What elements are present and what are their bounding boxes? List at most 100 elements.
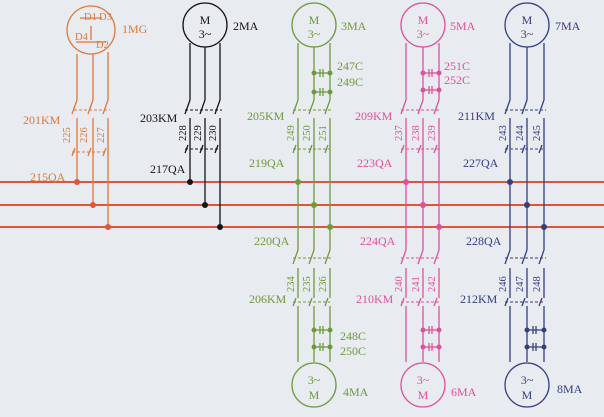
junction-dot — [327, 327, 333, 333]
bus-switch-label: 219QA — [249, 156, 285, 170]
fuse-label: 248 — [532, 276, 543, 292]
breaker-label: 205KM — [247, 109, 285, 123]
fuse-label: 244 — [515, 125, 526, 142]
motor-label: 5MA — [450, 19, 476, 33]
generator-label: 1MG — [122, 22, 148, 36]
motor-3-labels: M 3~ 3MA 247C 249C 205KM 249 250 251 219… — [247, 13, 367, 170]
junction-dot — [327, 344, 333, 350]
fuse-label: 241 — [411, 276, 422, 292]
capacitor-label: 249C — [337, 75, 363, 89]
breaker-label: 203KM — [140, 111, 178, 125]
motor-label: 2MA — [233, 19, 259, 33]
bus-switch-label: 215QA — [30, 170, 66, 184]
fuse-label: 228 — [178, 125, 189, 141]
junction-dot — [436, 87, 442, 93]
diode-label: D3 — [99, 12, 112, 23]
bus-switch-label: 217QA — [150, 162, 186, 176]
breaker-label: 211KM — [458, 109, 495, 123]
fuse-label: 234 — [286, 276, 297, 293]
bus-switch-label: 228QA — [466, 234, 502, 248]
motor-symbol-top: M — [418, 13, 429, 27]
junction-dot — [74, 179, 80, 185]
fuse-label: 243 — [498, 125, 509, 141]
fuse-label: 239 — [427, 125, 438, 141]
motor-symbol-bottom: 3~ — [521, 27, 534, 41]
motor-7-labels: M 3~ 7MA 211KM 243 244 245 227QA — [458, 13, 581, 170]
motor-symbol-top: M — [309, 13, 320, 27]
junction-dot — [420, 327, 426, 333]
motor-2-labels: M 3~ 2MA 203KM 228 229 230 217QA — [140, 13, 259, 176]
motor-6-labels: 224QA 240 241 242 210KM 3~ M 6MA — [356, 234, 477, 402]
motor-symbol-bottom: M — [309, 388, 320, 402]
junction-dot — [541, 327, 547, 333]
motor-label: 4MA — [343, 385, 369, 399]
diode-label: D2 — [96, 40, 109, 51]
junction-dot — [327, 89, 333, 95]
fuse-label: 236 — [318, 276, 329, 292]
junction-dot — [311, 327, 317, 333]
generator-labels: D1 D3 D4 D2 1MG 201KM 225 226 227 215QA — [23, 12, 148, 184]
fuse-label: 225 — [62, 127, 73, 143]
generator-column — [66, 5, 116, 227]
junction-dot — [420, 87, 426, 93]
junction-dot — [507, 179, 513, 185]
fuse-label: 250 — [302, 125, 313, 141]
junction-dot — [295, 179, 301, 185]
junction-dot — [311, 70, 317, 76]
motor-5-column — [400, 2, 446, 408]
junction-dot — [524, 344, 530, 350]
motor-3-junctions — [295, 70, 333, 350]
junction-dot — [217, 224, 223, 230]
motor-symbol — [291, 362, 337, 408]
motor-4-labels: 220QA 234 235 236 206KM 248C 250C 3~ M 4… — [249, 234, 369, 402]
junction-dot — [403, 179, 409, 185]
junction-dot — [327, 224, 333, 230]
diode-label: D1 — [84, 12, 97, 23]
fuse-label: 237 — [394, 125, 405, 141]
capacitor-label: 252C — [444, 73, 470, 87]
junction-dot — [420, 202, 426, 208]
capacitor-label: 248C — [340, 329, 366, 343]
breaker-label: 212KM — [460, 292, 498, 306]
motor-2-column — [182, 2, 228, 227]
breaker-label: 210KM — [356, 292, 394, 306]
fuse-label: 230 — [208, 125, 219, 141]
motor-7-junctions — [507, 179, 547, 350]
fuse-label: 227 — [96, 127, 107, 143]
junction-dot — [524, 327, 530, 333]
junction-dot — [436, 224, 442, 230]
motor-2-junctions — [187, 179, 223, 230]
motor-8-labels: 228QA 246 247 248 212KM 3~ M 8MA — [460, 234, 583, 402]
fuse-label: 229 — [193, 125, 204, 141]
junction-dot — [541, 224, 547, 230]
motor-symbol-bottom: M — [522, 388, 533, 402]
diode-label: D4 — [75, 32, 89, 43]
fuse-label: 238 — [411, 125, 422, 141]
fuse-label: 249 — [286, 125, 297, 141]
motor-label: 6MA — [451, 385, 477, 399]
junction-dot — [311, 202, 317, 208]
fuse-label: 226 — [79, 127, 90, 143]
junction-dot — [420, 344, 426, 350]
motor-symbol-bottom: 3~ — [308, 27, 321, 41]
fuse-label: 235 — [302, 276, 313, 292]
breaker-label: 206KM — [249, 292, 287, 306]
breaker-label: 201KM — [23, 113, 61, 127]
motor-5-junctions — [403, 70, 442, 350]
motor-symbol-bottom: 3~ — [199, 27, 212, 41]
bus-switch-label: 223QA — [357, 156, 393, 170]
motor-symbol-top: M — [200, 13, 211, 27]
motor-symbol-bottom: 3~ — [417, 27, 430, 41]
junction-dot — [436, 327, 442, 333]
fuse-label: 240 — [394, 276, 405, 292]
fuse-label: 245 — [532, 125, 543, 141]
capacitor-label: 247C — [337, 59, 363, 73]
breaker-label: 209KM — [355, 109, 393, 123]
junction-dot — [311, 344, 317, 350]
motor-symbol — [400, 362, 446, 408]
generator-junctions — [74, 179, 111, 230]
fuse-label: 247 — [515, 276, 526, 292]
fuse-label: 251 — [318, 125, 329, 141]
bus-switch-label: 224QA — [360, 234, 396, 248]
junction-dot — [541, 344, 547, 350]
